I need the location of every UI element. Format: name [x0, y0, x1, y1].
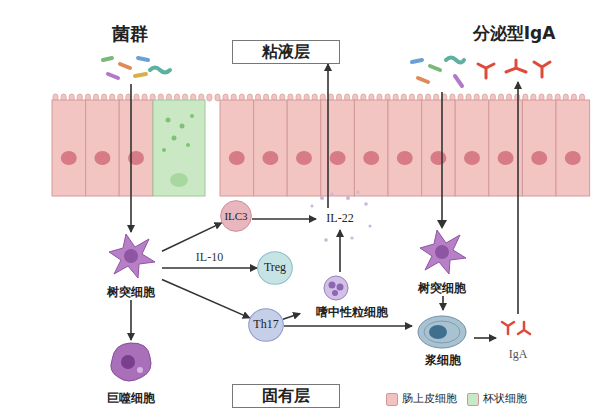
neutrophil-icon	[324, 276, 348, 300]
connector-arrow	[327, 64, 329, 208]
node-text: IL-22	[326, 212, 353, 226]
node-text: 菌群	[112, 24, 148, 45]
node-text: 树突细胞	[107, 286, 155, 300]
node-text: 浆细胞	[425, 354, 461, 368]
legend: 肠上皮细胞 杯状细胞	[376, 393, 527, 406]
connector-arrow	[130, 84, 132, 232]
node-text: 嗜中性粒细胞	[316, 306, 388, 320]
cell-node: 浆细胞	[412, 310, 474, 368]
node-text: ILC3	[224, 210, 247, 223]
connector-arrow	[339, 230, 341, 272]
cytokine-label: IL-22	[316, 208, 364, 230]
node-text: 巨噬细胞	[107, 392, 155, 406]
connector-arrow	[162, 280, 250, 318]
macrophage-icon	[111, 343, 151, 381]
node-text: 树突细胞	[418, 282, 466, 296]
goblet-cell	[153, 100, 205, 196]
legend-text: 杯状细胞	[483, 393, 527, 406]
node-text: IgA	[509, 348, 528, 362]
bacteria	[103, 58, 170, 78]
cell-node: 嗜中性粒细胞	[300, 272, 404, 320]
cell-node: 树突细胞	[410, 226, 474, 296]
plasma-cell-icon	[418, 316, 466, 348]
cytokine-dots	[311, 191, 372, 242]
connector-arrow	[517, 82, 519, 314]
dendritic-cell-icon	[109, 234, 155, 278]
connector-arrow	[162, 267, 257, 269]
cell-node: 巨噬细胞	[100, 340, 162, 406]
cell-circle: Treg	[257, 251, 293, 285]
legend-swatch	[467, 393, 479, 406]
layer-label-box: 粘液层	[232, 40, 340, 64]
edge-label: IL-10	[194, 250, 225, 265]
cell-circle: ILC3	[220, 200, 252, 232]
legend-text: 肠上皮细胞	[402, 393, 457, 406]
connector-arrow	[283, 314, 300, 320]
cell-node: 树突细胞	[100, 232, 162, 300]
connector-arrow	[474, 337, 496, 339]
node-text: Th17	[253, 318, 278, 332]
legend-swatch	[386, 393, 398, 406]
node-text: 分泌型IgA	[473, 24, 556, 44]
cell-circle: Th17	[248, 308, 284, 342]
arrow	[437, 92, 447, 229]
node-text: 固有层	[262, 387, 310, 405]
antibody-node: IgA	[496, 314, 540, 362]
connector-arrow	[252, 218, 316, 220]
connector-arrow	[130, 300, 132, 340]
microbiota-label: 菌群	[95, 24, 165, 84]
iga-icons	[478, 60, 550, 78]
connector-arrow	[162, 223, 222, 251]
iga-label: 分泌型IgA	[462, 24, 566, 82]
epithelium	[52, 94, 590, 196]
node-text: 粘液层	[262, 43, 310, 61]
iga-icons	[502, 322, 530, 334]
node-text: Treg	[264, 261, 286, 275]
connector-arrow	[442, 296, 444, 310]
bacteria	[412, 58, 464, 87]
connector-arrow	[284, 325, 412, 327]
dendritic-cell-icon	[420, 230, 466, 274]
layer-label-box: 固有层	[232, 384, 340, 408]
